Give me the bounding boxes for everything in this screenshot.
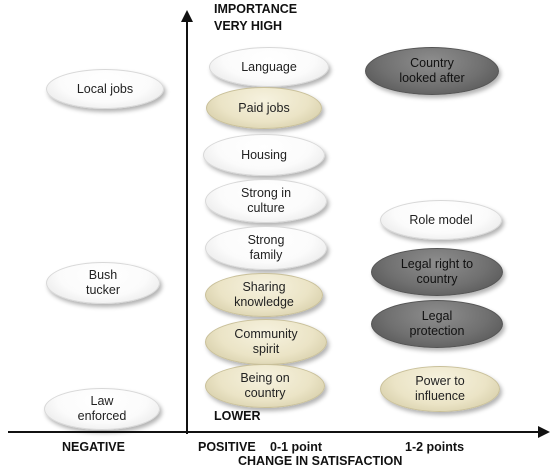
item-role-model: Role model [380,200,502,240]
x-axis-title: CHANGE IN SATISFACTION [238,454,403,468]
item-paid-jobs: Paid jobs [206,87,322,129]
item-legal-protection-line2: protection [409,324,465,338]
item-law-enforced-line2: enforced [77,409,127,423]
item-power-to-influence-line2: influence [414,389,466,403]
item-language: Language [209,47,329,87]
item-local-jobs: Local jobs [46,69,164,109]
y-axis-arrow-icon [181,10,193,22]
item-being-on-country-line1: Being on [240,371,290,385]
item-bush-tucker-line2: tucker [85,283,121,297]
x-axis-negative-label: NEGATIVE [62,440,125,454]
x-axis-1-2-label: 1-2 points [405,440,465,454]
item-housing-line1: Housing [241,147,287,162]
item-legal-right-line2: country [416,272,458,286]
x-axis-0-1-label: 0-1 point [270,440,323,454]
item-community-spirit-line2: spirit [252,342,280,356]
item-paid-jobs-line1: Paid jobs [238,100,290,115]
item-housing: Housing [203,134,325,176]
item-being-on-country-line2: country [244,386,286,400]
item-strong-family-line1: Strong [247,233,285,247]
item-legal-protection-line1: Legal [421,309,453,323]
item-country-looked-after-line1: Country [410,56,454,70]
x-axis-positive-label: POSITIVE [198,440,256,454]
item-role-model-line1: Role model [409,212,473,227]
item-legal-right-line1: Legal right to [400,257,474,271]
y-axis-line [186,20,188,434]
item-strong-culture-line1: Strong in [240,186,292,200]
x-axis-line [8,431,542,433]
y-axis-title-importance: IMPORTANCE [214,2,298,16]
item-language-line1: Language [241,59,297,74]
item-sharing-knowledge-line1: Sharing [242,280,286,294]
item-community-spirit-line1: Community [234,327,298,341]
x-axis-arrow-icon [538,426,550,438]
item-sharing-knowledge-line2: knowledge [234,295,294,309]
item-law-enforced-line1: Law [90,394,114,408]
item-strong-culture-line2: culture [247,201,285,215]
item-strong-family-line2: family [249,248,283,262]
item-local-jobs-line1: Local jobs [76,81,134,96]
item-power-to-influence-line1: Power to [415,374,465,388]
y-axis-title-very-high: VERY HIGH [214,19,283,33]
item-bush-tucker-line1: Bush [88,268,118,282]
y-axis-low-label: LOWER [214,409,261,423]
item-country-looked-after-line2: looked after [399,71,465,85]
